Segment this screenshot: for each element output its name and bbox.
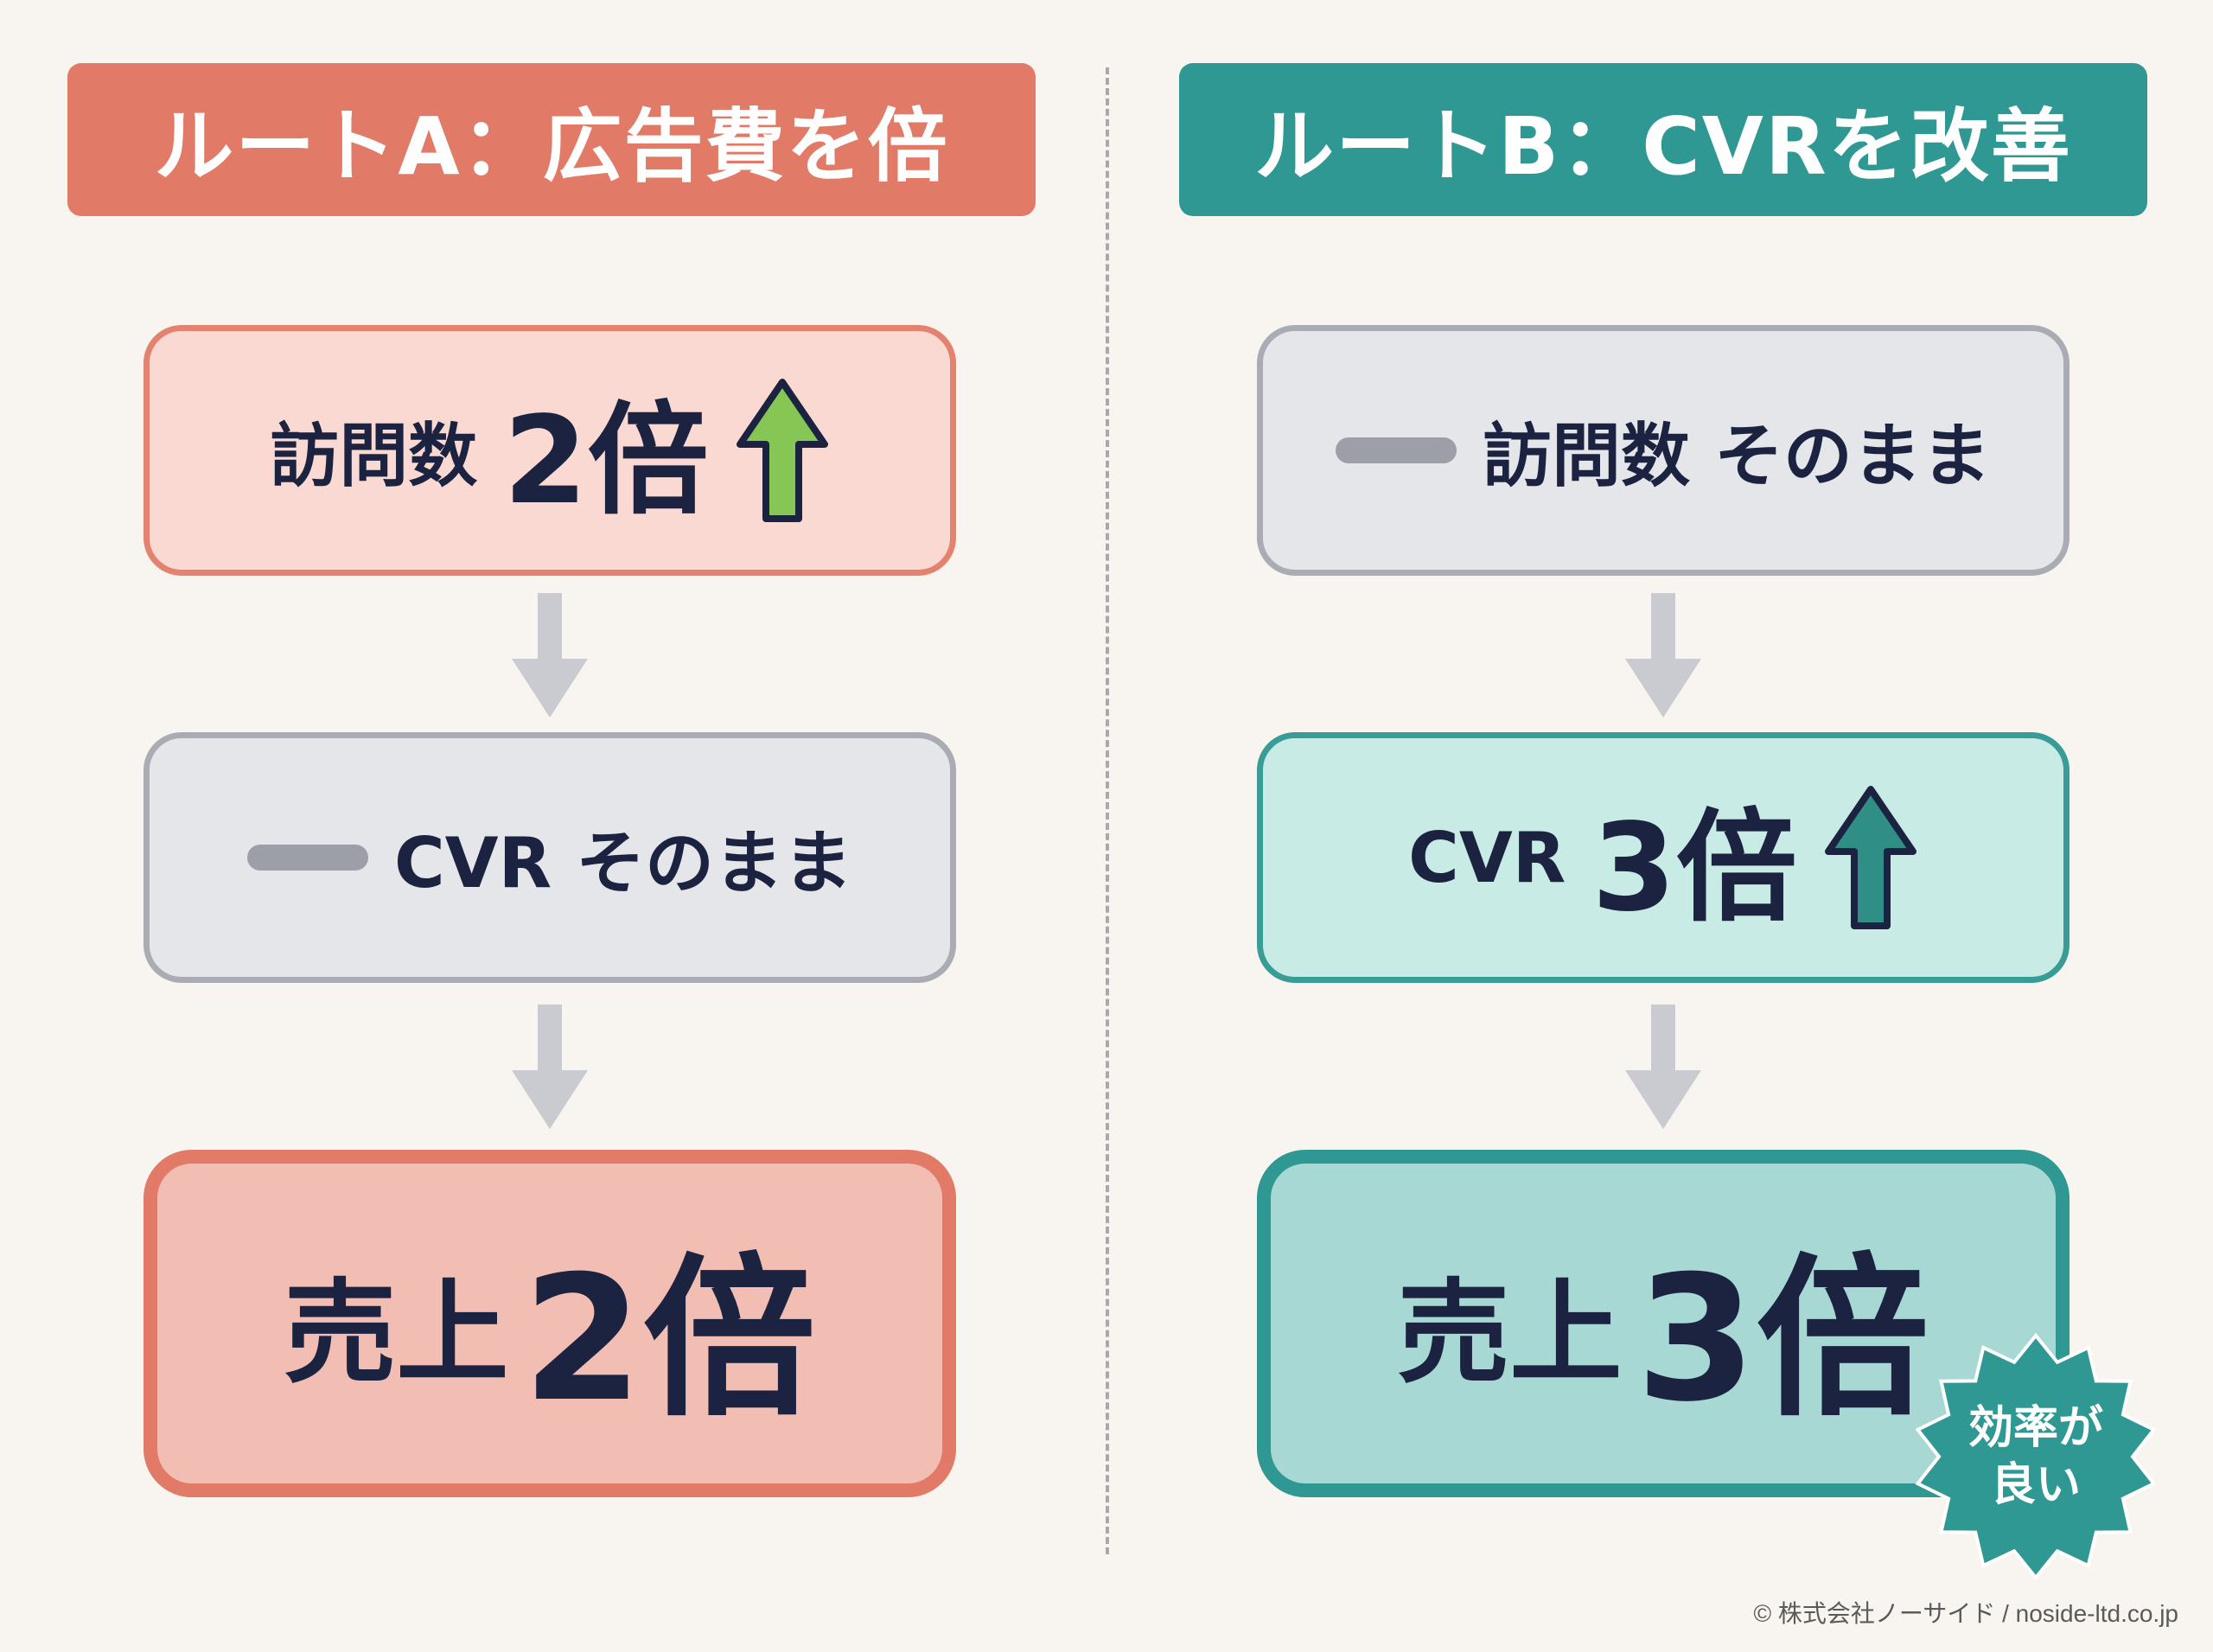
dash-icon (246, 845, 368, 871)
route-a-visits-box: 訪問数 2倍 (143, 325, 956, 576)
arrow-down-icon (1625, 593, 1701, 718)
arrow-down-icon (512, 1005, 588, 1129)
badge-line-2: 良い (1990, 1459, 2081, 1511)
route-a-visits-value: 2倍 (503, 391, 709, 532)
route-b-cvr-value: 3倍 (1591, 798, 1797, 939)
route-a-header: ルートA：広告費を倍 (67, 63, 1036, 216)
route-b-visits-label: 訪問数 そのまま (1483, 416, 1991, 496)
badge-line-1: 効率が (1967, 1402, 2103, 1454)
route-b-header: ルートB：CVRを改善 (1179, 63, 2147, 216)
route-b-cvr-box: CVR 3倍 (1257, 732, 2070, 983)
efficiency-badge: 効率が 良い (1910, 1331, 2161, 1582)
center-divider (1106, 67, 1109, 1554)
arrow-up-icon (1824, 786, 1916, 929)
arrow-down-icon (512, 593, 588, 718)
route-b-visits-box: 訪問数 そのまま (1257, 325, 2070, 576)
arrow-down-icon (1625, 1005, 1701, 1129)
route-b-sales-box: 売上 3倍 (1257, 1150, 2070, 1497)
route-b-sales-label: 売上 (1397, 1267, 1623, 1399)
route-b-title: ルートB：CVRを改善 (1254, 100, 2072, 193)
route-a-sales-box: 売上 2倍 (143, 1150, 956, 1497)
route-a-visits-label: 訪問数 (270, 416, 478, 496)
route-b-sales-value: 3倍 (1636, 1239, 1929, 1440)
dash-icon (1336, 437, 1457, 463)
route-a-title: ルートA：広告費を倍 (154, 100, 949, 193)
route-a-sales-label: 売上 (284, 1267, 509, 1399)
arrow-up-icon (736, 379, 828, 522)
route-a-sales-value: 2倍 (522, 1239, 816, 1440)
route-a-cvr-box: CVR そのまま (143, 732, 956, 983)
copyright-footer: © 株式会社ノーサイド / noside-ltd.co.jp (1753, 1600, 2178, 1627)
starburst-badge-icon (1915, 1332, 2157, 1581)
route-b-cvr-label: CVR (1408, 817, 1566, 898)
route-a-cvr-label: CVR そのまま (393, 823, 853, 903)
